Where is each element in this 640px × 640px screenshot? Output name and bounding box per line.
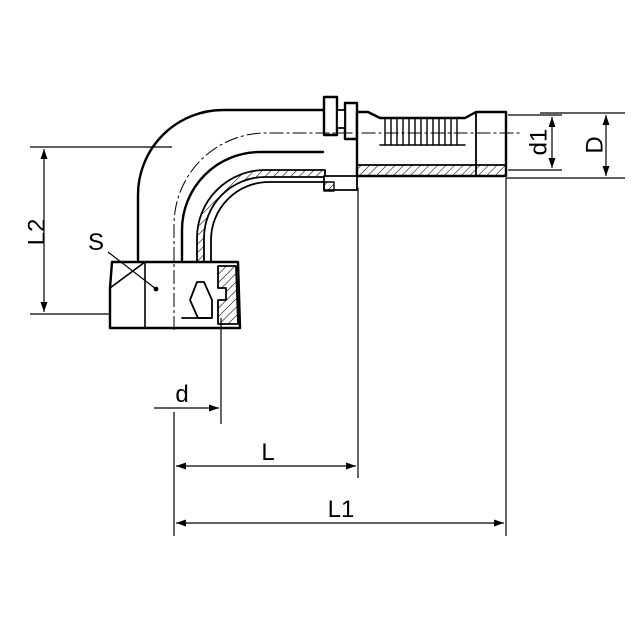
bend-inner-contour (180, 150, 325, 262)
nut-section (217, 265, 239, 325)
center-lines (173, 132, 520, 330)
bend-center-line (173, 132, 520, 330)
bore-contour (210, 181, 331, 287)
label-D: D (581, 136, 608, 153)
leader-S (107, 251, 157, 290)
nut-chamfer-top (109, 261, 146, 289)
o-ring-groove (323, 181, 335, 192)
collar-ring (336, 109, 346, 129)
shank-wall-hatch (356, 164, 507, 177)
label-d: d (175, 381, 188, 408)
label-S: S (88, 229, 104, 256)
leader-S-dot (153, 286, 159, 292)
shank-serrations (379, 117, 466, 146)
label-d1: d1 (525, 129, 552, 156)
fitting-body (108, 95, 508, 330)
dimension-lines (30, 112, 625, 536)
label-L1: L1 (328, 496, 355, 523)
bend-wall-section (196, 169, 326, 283)
label-L2: L2 (23, 219, 50, 246)
label-L: L (261, 439, 274, 466)
collar-flange-1 (322, 95, 339, 137)
collar-flange-2 (343, 101, 359, 141)
bend-outer-contour (136, 108, 325, 262)
